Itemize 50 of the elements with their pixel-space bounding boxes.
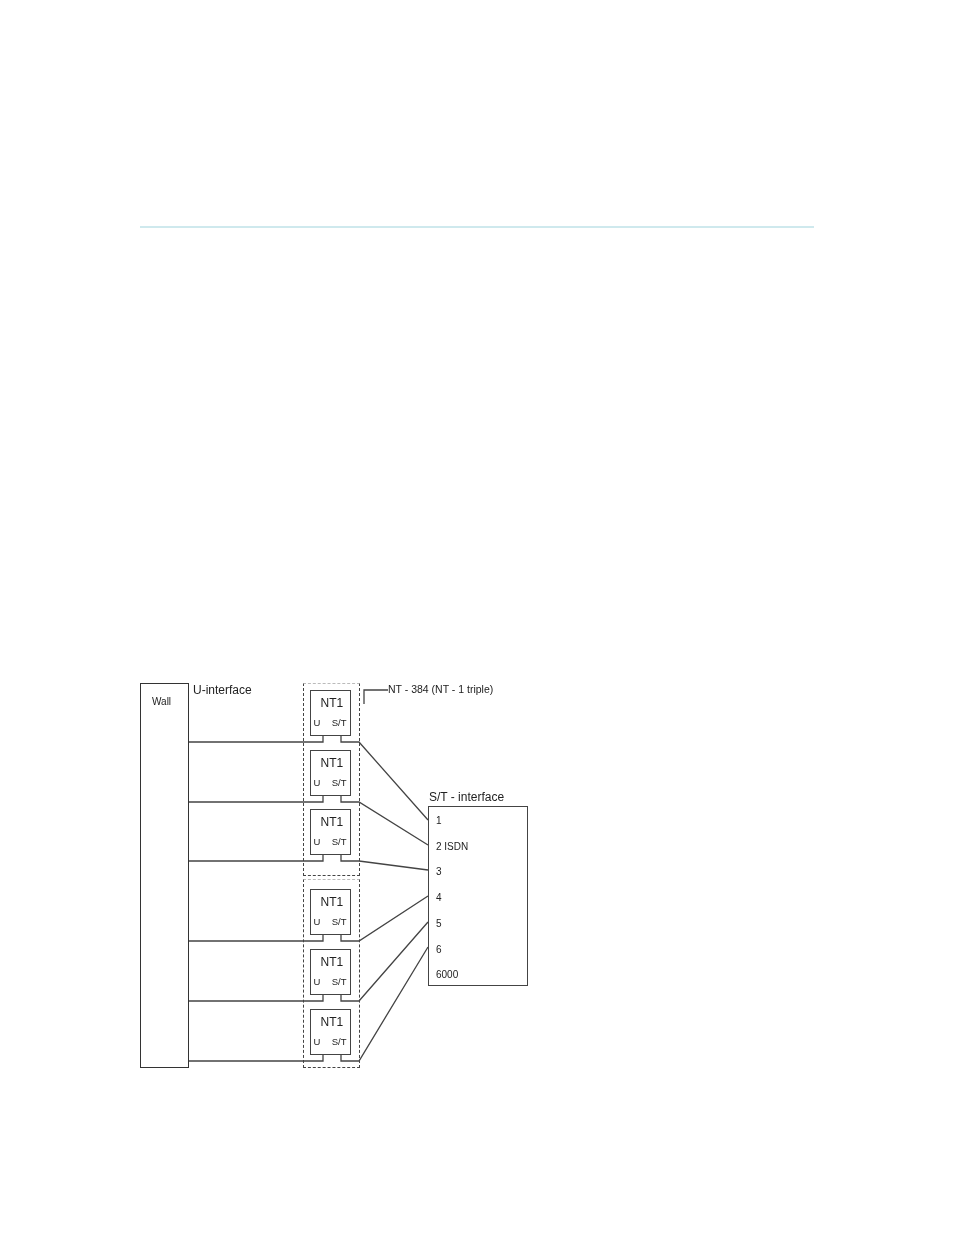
port-label: S/T [331, 717, 347, 727]
dashed-enclosure [303, 879, 360, 1068]
leader-line [363, 689, 389, 705]
nt1-box [309, 1008, 351, 1055]
pin-label: 3 [436, 867, 442, 878]
connection-line [188, 795, 324, 803]
dashed-enclosure [303, 683, 360, 876]
device-label: NT1 [320, 895, 344, 908]
pin-label: 4 [436, 893, 442, 904]
nt1-box [309, 948, 351, 995]
connection-line [340, 795, 429, 846]
port-label: U [313, 777, 321, 787]
nt1-box [309, 808, 351, 855]
wall-label: Wall [152, 697, 172, 707]
connection-line [188, 854, 324, 862]
port-label: S/T [331, 836, 347, 846]
device-label: NT1 [320, 955, 344, 968]
nt1-box [309, 689, 351, 736]
connection-line [340, 921, 429, 1002]
connection-line [340, 895, 429, 942]
nt1-box [309, 749, 351, 796]
device-label: NT1 [320, 696, 344, 709]
port-label: U [313, 1036, 321, 1046]
port-label: S/T [331, 1036, 347, 1046]
connection-line [340, 854, 429, 871]
pin-label: 6000 [436, 970, 459, 981]
port-label: S/T [331, 777, 347, 787]
interface-heading: S/T - interface [429, 791, 505, 803]
connection-line [188, 934, 324, 942]
connection-line [188, 1054, 324, 1062]
nt1-box [309, 888, 351, 935]
callout-text: NT - 384 (NT - 1 triple) [388, 684, 518, 698]
port-label: U [313, 717, 321, 727]
device-label: NT1 [320, 756, 344, 769]
device-label: NT1 [320, 815, 344, 828]
port-label: S/T [331, 916, 347, 926]
wall-box [140, 683, 189, 1068]
port-label: S/T [331, 976, 347, 986]
port-label: U [313, 916, 321, 926]
connection-line [340, 946, 429, 1062]
device-label: NT1 [320, 1015, 344, 1028]
connection-line [340, 735, 429, 821]
port-label: U [313, 836, 321, 846]
pin-label: 6 [436, 944, 442, 955]
pin-label: 5 [436, 918, 442, 929]
pin-label: 1 [436, 816, 442, 826]
connection-line [188, 735, 324, 743]
port-label: U [313, 976, 321, 986]
pin-label: 2 ISDN [436, 841, 469, 852]
connection-line [188, 994, 324, 1002]
